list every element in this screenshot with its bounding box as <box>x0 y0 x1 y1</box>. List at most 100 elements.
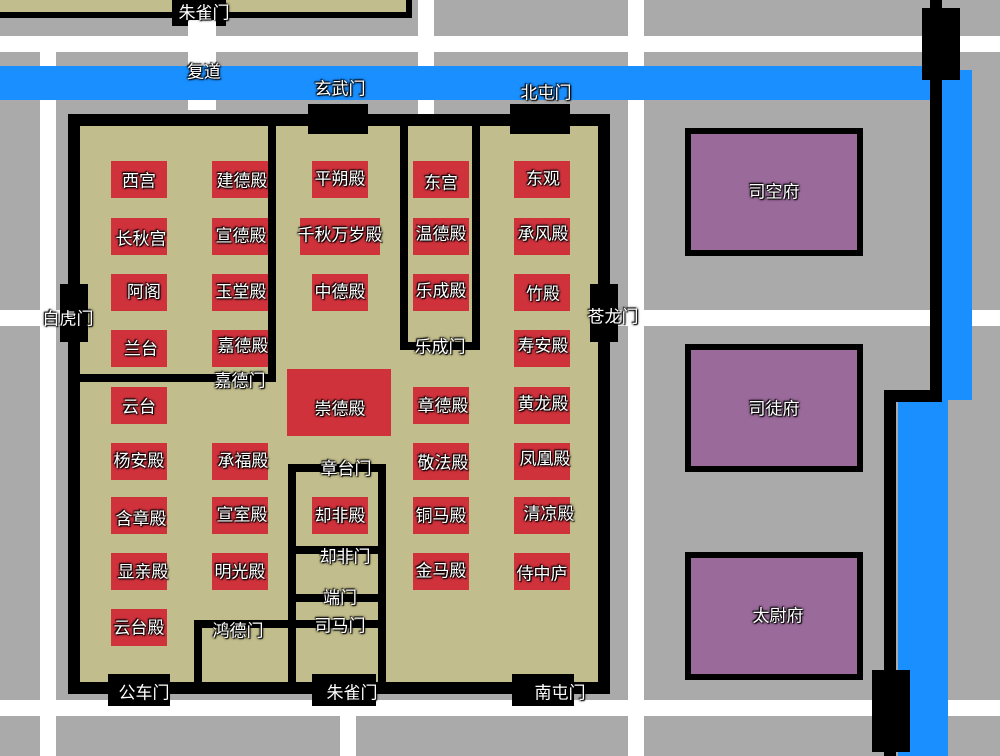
label-tongmadian: 铜马殿 <box>415 506 467 527</box>
label-lantai: 兰台 <box>124 339 158 360</box>
east-wall-upper <box>930 0 942 400</box>
baihu-gate-block[interactable] <box>60 284 88 342</box>
gongche-gate-block[interactable] <box>108 674 170 706</box>
label-nantun-gate: 南屯门 <box>534 683 586 704</box>
east-gate-lower <box>872 670 910 752</box>
label-changqiugong: 长秋宫 <box>115 229 167 250</box>
hall-chongdedian[interactable] <box>287 369 391 436</box>
inner-wall-west-courtyard <box>268 120 276 382</box>
canal-north <box>0 66 936 100</box>
hall-donggong[interactable] <box>413 161 469 198</box>
hall-jinmadian[interactable] <box>413 553 469 590</box>
hall-mingguangdian[interactable] <box>212 553 268 590</box>
label-situ-office: 司徒府 <box>748 399 800 420</box>
inner-wall-lecheng-right <box>472 120 480 350</box>
hall-hanzhangdian[interactable] <box>111 497 167 534</box>
hall-dongguan[interactable] <box>514 161 570 198</box>
hall-yuntai[interactable] <box>111 387 167 424</box>
hall-wendedian[interactable] <box>413 218 469 255</box>
inner-wall-zhangtai-top <box>288 464 386 472</box>
label-donggong: 东宫 <box>424 173 458 194</box>
hall-zhudian[interactable] <box>514 274 570 311</box>
canglong-gate-block[interactable] <box>590 284 618 342</box>
sikong-office[interactable] <box>685 128 863 256</box>
hall-chengfudian[interactable] <box>212 443 268 480</box>
label-jiade-gate: 嘉德门 <box>214 371 266 392</box>
label-shouandian: 寿安殿 <box>517 336 569 357</box>
nantun-gate-block[interactable] <box>512 674 574 706</box>
hall-quefeidian[interactable] <box>312 497 368 534</box>
label-yuntai: 云台 <box>122 397 156 418</box>
label-jiandedian: 建德殿 <box>216 171 268 192</box>
hall-zhongdedian[interactable] <box>312 274 368 311</box>
palace-wall-right <box>598 114 610 694</box>
label-qingliangdian: 清凉殿 <box>523 504 575 525</box>
hall-fenghuangdian[interactable] <box>514 443 570 480</box>
hall-yangandian[interactable] <box>111 443 167 480</box>
label-jiadedian: 嘉德殿 <box>217 336 269 357</box>
palace-wall-left <box>68 114 80 694</box>
label-beitun-gate: 北屯门 <box>520 83 572 104</box>
hall-lantai[interactable] <box>111 330 167 367</box>
label-chengfudian: 承福殿 <box>217 451 269 472</box>
hall-qianqiuwansuidian[interactable] <box>300 218 380 255</box>
hall-jiandedian[interactable] <box>212 161 268 198</box>
label-north-zhuque-gate: 朱雀门 <box>178 3 230 24</box>
hall-ege[interactable] <box>111 274 167 311</box>
road-horizontal-north <box>0 36 1000 52</box>
east-wall-diagonal <box>884 390 942 402</box>
hall-xuanshidian[interactable] <box>212 497 268 534</box>
label-wendedian: 温德殿 <box>415 224 467 245</box>
hall-shizhonglu[interactable] <box>514 553 570 590</box>
inner-wall-west-courtyard-bottom <box>80 374 276 382</box>
road-vertical-west <box>40 52 56 756</box>
canal-east-upper <box>940 70 972 400</box>
label-qianqiuwansuidian: 千秋万岁殿 <box>297 225 383 246</box>
label-zhangdedian: 章德殿 <box>417 396 469 417</box>
label-taiwei-office: 太尉府 <box>752 606 804 627</box>
label-xuanwu-gate: 玄武门 <box>314 79 366 100</box>
label-sima-gate: 司马门 <box>314 616 366 637</box>
hall-changqiugong[interactable] <box>111 218 167 255</box>
label-xigong: 西宫 <box>122 171 156 192</box>
hall-huanglongdian[interactable] <box>514 387 570 424</box>
hall-yutangdian[interactable] <box>212 274 268 311</box>
xuanwu-gate-block[interactable] <box>308 104 368 134</box>
hall-xianqindian[interactable] <box>111 553 167 590</box>
hall-chengfengdian[interactable] <box>514 218 570 255</box>
hall-jingfadian[interactable] <box>413 443 469 480</box>
label-yutangdian: 玉堂殿 <box>215 282 267 303</box>
label-fudao-road: 复道 <box>187 62 221 83</box>
label-pingshuodian: 平朔殿 <box>314 169 366 190</box>
hall-qingliangdian[interactable] <box>514 497 570 534</box>
hall-yuntaidian[interactable] <box>111 609 167 646</box>
taiwei-office[interactable] <box>685 552 863 680</box>
hall-jiadedian[interactable] <box>212 330 268 367</box>
label-gongche-gate: 公车门 <box>118 683 170 704</box>
situ-office[interactable] <box>685 344 863 472</box>
hall-xigong[interactable] <box>111 161 167 198</box>
label-duan-gate: 端门 <box>323 588 357 609</box>
label-quefei-gate: 却非门 <box>319 547 371 568</box>
hall-pingshuodian[interactable] <box>312 161 368 198</box>
inner-wall-sima <box>196 620 386 628</box>
zhuque-gate-block[interactable] <box>312 674 376 706</box>
label-xianqindian: 显亲殿 <box>117 562 169 583</box>
label-fenghuangdian: 凤凰殿 <box>519 449 571 470</box>
inner-wall-zhangtai-right <box>378 464 386 686</box>
hall-xuandedian[interactable] <box>212 218 268 255</box>
beitun-gate-block[interactable] <box>510 104 570 134</box>
road-vertical-center-south <box>340 700 356 756</box>
label-xuandedian: 宣德殿 <box>215 226 267 247</box>
hall-zhangdedian[interactable] <box>413 387 469 424</box>
hall-lechengdian[interactable] <box>413 274 469 311</box>
label-chengfengdian: 承风殿 <box>517 224 569 245</box>
hall-shouandian[interactable] <box>514 330 570 367</box>
label-chongdedian: 崇德殿 <box>314 399 366 420</box>
hall-tongmadian[interactable] <box>413 497 469 534</box>
label-hongde-gate: 鸿德门 <box>212 621 264 642</box>
label-quefeidian: 却非殿 <box>314 506 366 527</box>
label-lechengdian: 乐成殿 <box>415 281 467 302</box>
label-mingguangdian: 明光殿 <box>214 562 266 583</box>
